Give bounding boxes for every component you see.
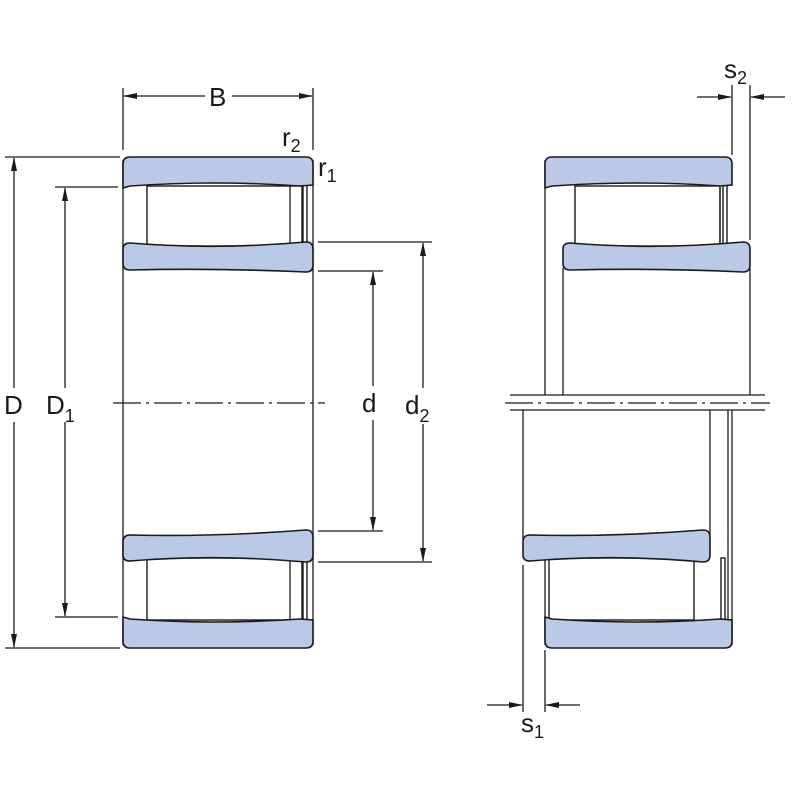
cage-bottom <box>302 557 308 621</box>
svg-text:s1: s1 <box>521 708 544 742</box>
inner-ring-top <box>122 241 314 273</box>
label-r1: r1 <box>318 152 337 186</box>
dimension-B: B <box>122 82 314 150</box>
svg-text:s2: s2 <box>724 54 747 88</box>
roller-top <box>146 185 303 247</box>
dimension-d2: d2 <box>318 241 432 563</box>
section-view-right <box>505 156 770 649</box>
dimension-D: D <box>4 156 120 649</box>
outer-ring-bottom <box>122 615 314 649</box>
dimension-s1: s1 <box>487 565 580 742</box>
dimension-d: d <box>318 270 383 532</box>
dimension-s2: s2 <box>697 54 785 240</box>
outer-ring-top <box>122 156 314 190</box>
roller-bottom-right <box>548 557 695 621</box>
section-view-left <box>113 156 325 649</box>
svg-text:d2: d2 <box>405 390 429 426</box>
label-D: D <box>4 390 23 420</box>
svg-text:r1: r1 <box>318 152 337 186</box>
roller-top-right <box>574 185 721 247</box>
label-B: B <box>209 82 226 112</box>
roller-bottom <box>146 557 303 621</box>
dimension-D1: D1 <box>46 186 118 618</box>
cage-top <box>302 183 308 247</box>
svg-text:r2: r2 <box>282 122 301 156</box>
svg-text:D1: D1 <box>46 390 75 426</box>
label-r2: r2 <box>282 122 301 156</box>
label-d: d <box>362 388 376 418</box>
inner-ring-bottom <box>122 529 314 563</box>
